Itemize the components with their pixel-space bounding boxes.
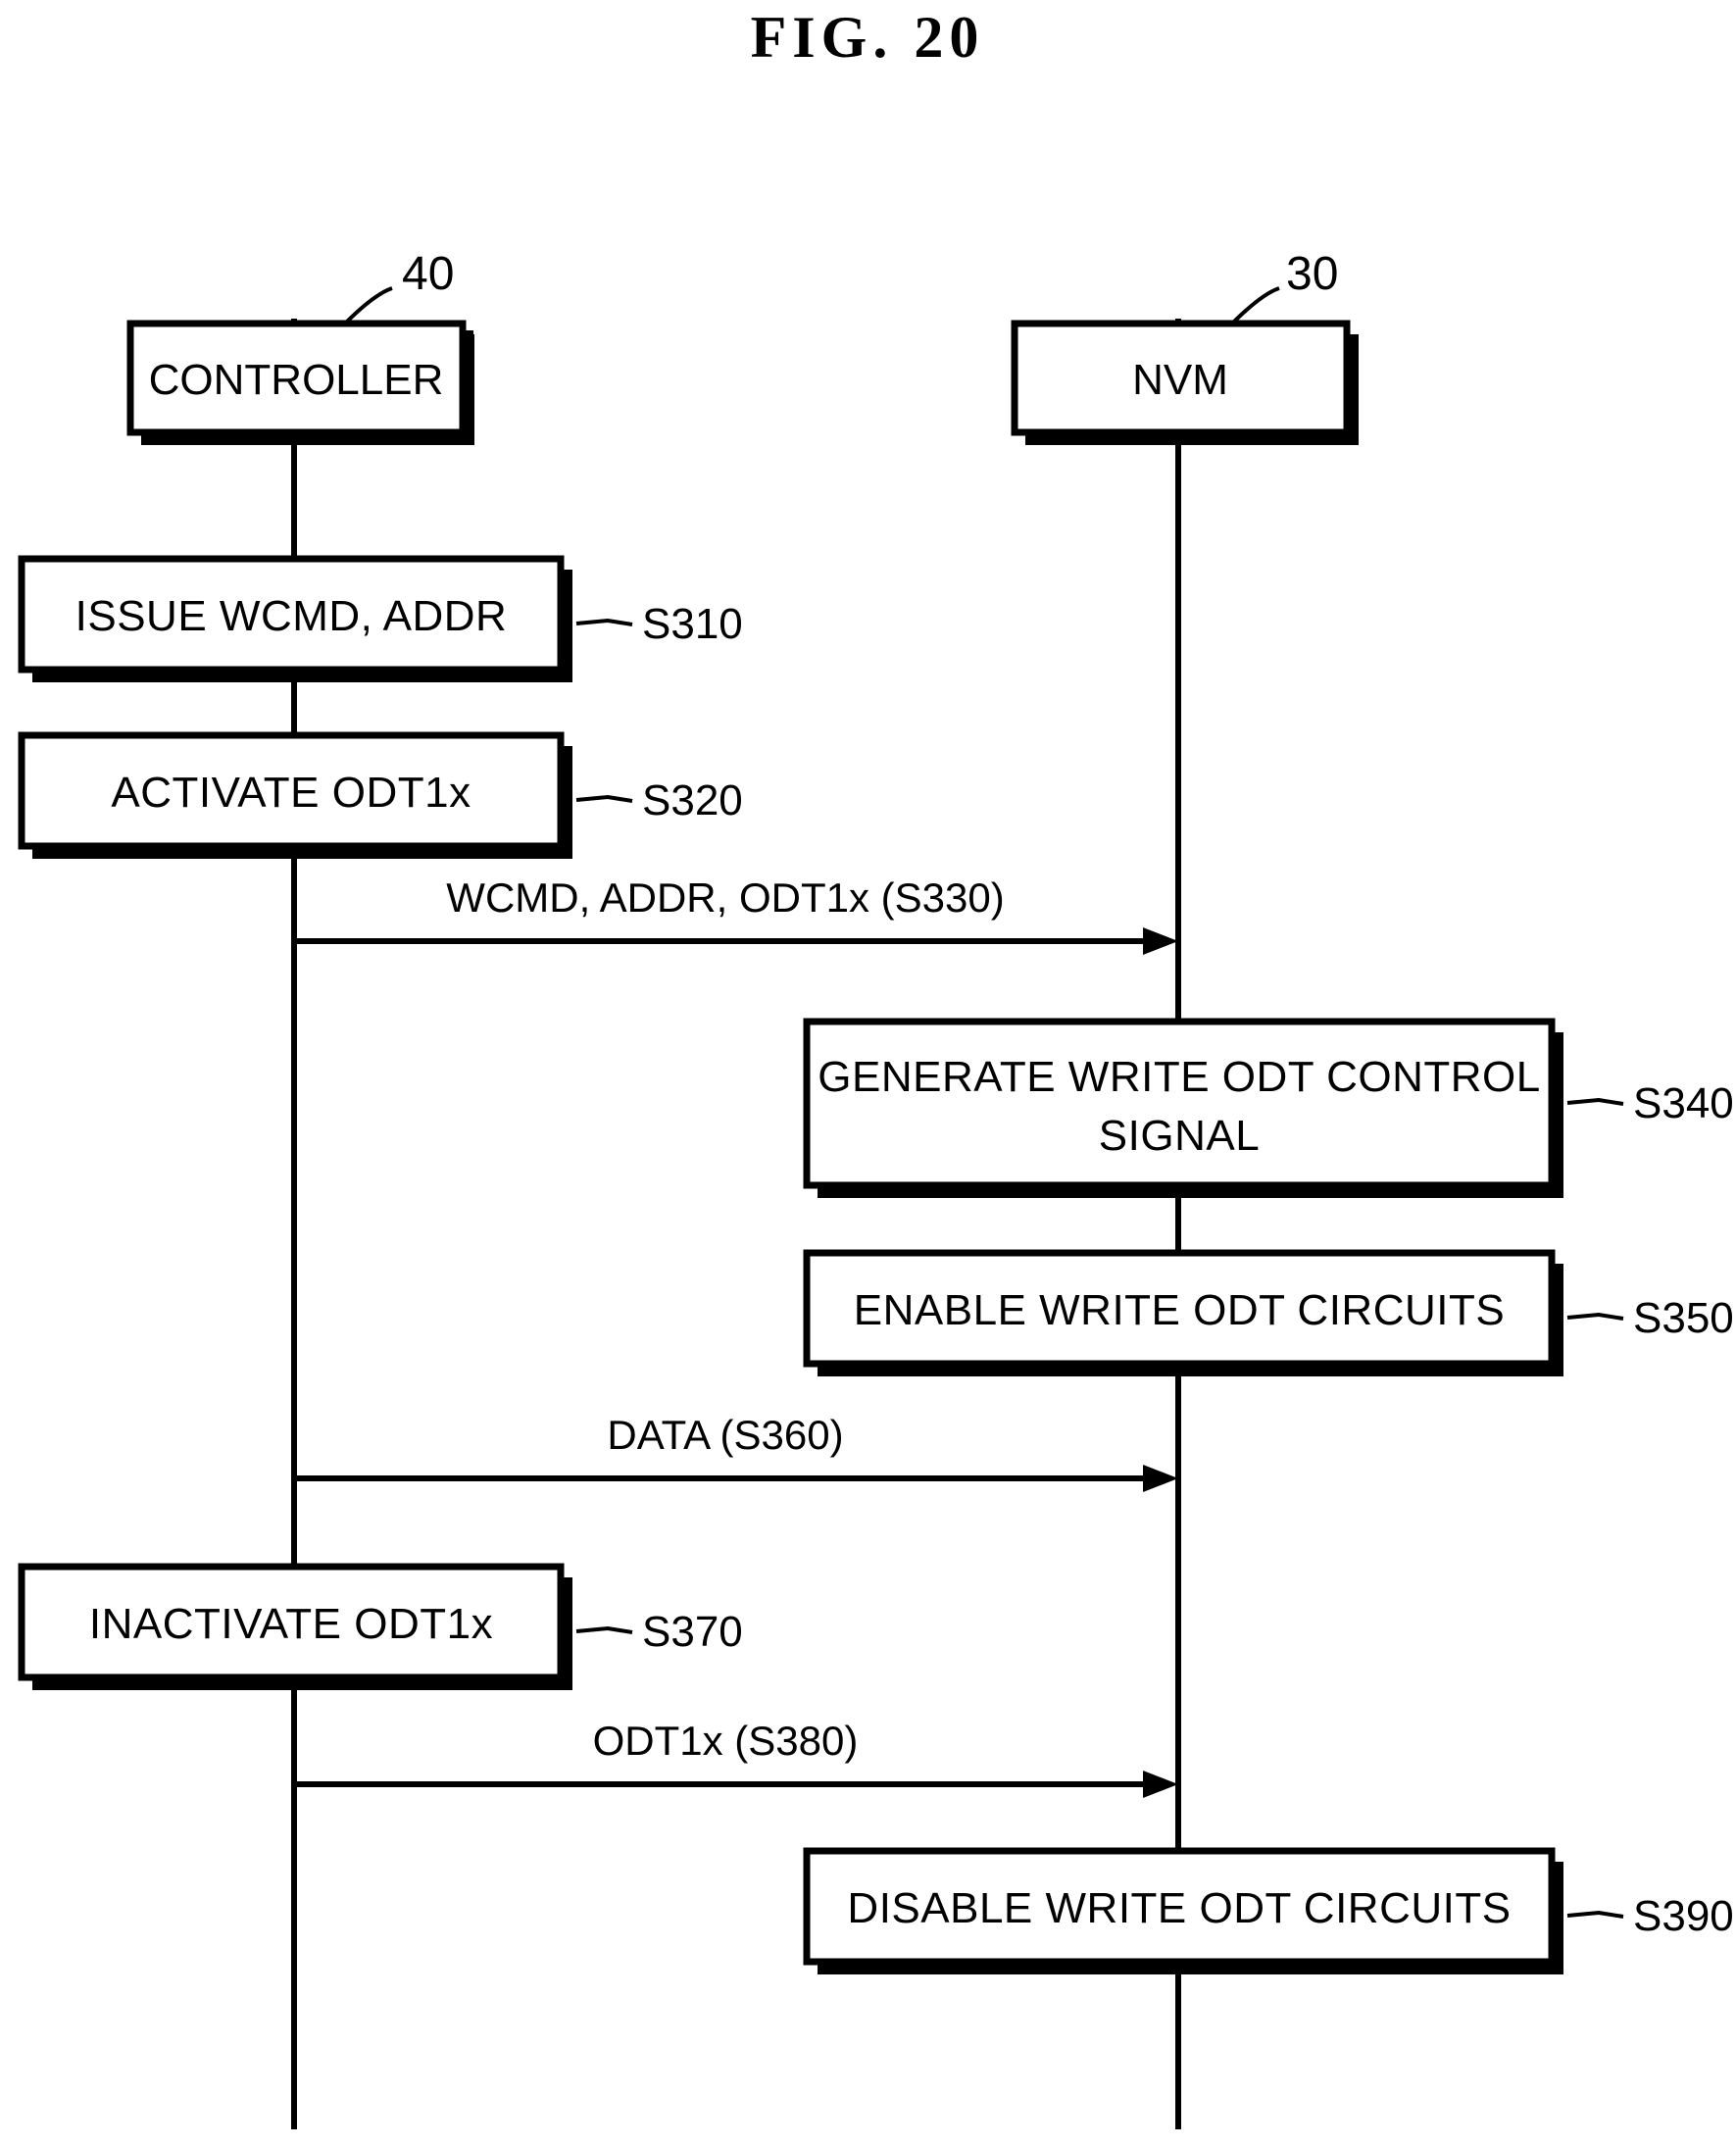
s370-box-shadow-bottom: [32, 1677, 571, 1690]
message-s380-arrowhead: [1143, 1771, 1178, 1798]
reference-number-40: 40: [402, 248, 454, 300]
step-box-s350: ENABLE WRITE ODT CIRCUITS S350: [803, 1249, 1734, 1376]
s320-tag: S320: [642, 776, 743, 824]
leader-line-nvm-ref: [1230, 286, 1280, 325]
controller-box: [126, 320, 467, 436]
s350-label: ENABLE WRITE ODT CIRCUITS: [854, 1286, 1505, 1334]
controller-box-shadow-right2: [463, 334, 474, 445]
s310-box-shadow-bottom: [32, 670, 571, 682]
s320-label: ACTIVATE ODT1x: [111, 769, 471, 817]
s370-tag-leader: [575, 1625, 633, 1634]
step-box-s390: DISABLE WRITE ODT CIRCUITS S390: [803, 1847, 1734, 1974]
s350-box-shadow-bottom: [818, 1364, 1562, 1376]
s350-tag-leader: [1566, 1312, 1624, 1321]
s340-tag-leader: [1566, 1097, 1624, 1106]
s320-box-shadow-right: [561, 746, 572, 859]
s310-tag: S310: [642, 600, 743, 648]
nvm-box-shadow-bottom: [1025, 432, 1358, 445]
s340-box-shadow-bottom: [818, 1185, 1562, 1198]
controller-label: CONTROLLER: [149, 356, 444, 404]
message-s360: DATA (S360): [297, 1412, 1178, 1492]
s390-box-shadow-bottom: [818, 1962, 1562, 1974]
s390-tag: S390: [1633, 1892, 1734, 1940]
s350-box-shadow-right: [1552, 1264, 1563, 1376]
step-box-s310: ISSUE WCMD, ADDR S310: [18, 555, 743, 682]
s370-box-shadow-right: [561, 1577, 572, 1690]
s390-tag-leader: [1566, 1910, 1624, 1919]
s350-tag: S350: [1633, 1294, 1734, 1342]
s310-box-shadow-right: [561, 570, 572, 682]
step-box-s340: GENERATE WRITE ODT CONTROL SIGNAL S340: [803, 1018, 1734, 1198]
s320-box-shadow-bottom: [32, 846, 571, 859]
message-s330: WCMD, ADDR, ODT1x (S330): [297, 874, 1178, 955]
message-s330-arrowhead: [1143, 927, 1178, 955]
controller-box-shadow-bottom2: [141, 432, 473, 445]
lane-header-nvm: NVM: [1011, 320, 1359, 445]
s340-tag: S340: [1633, 1079, 1734, 1127]
leader-line-controller-ref: [343, 286, 393, 325]
nvm-label: NVM: [1132, 356, 1228, 404]
message-s360-label: DATA (S360): [607, 1412, 843, 1458]
reference-number-30: 30: [1286, 248, 1338, 300]
message-s380-label: ODT1x (S380): [593, 1718, 859, 1764]
s370-label: INACTIVATE ODT1x: [89, 1600, 493, 1648]
lane-header-controller: CONTROLLER: [126, 320, 474, 445]
s350-box: [803, 1249, 1556, 1368]
figure-title: FIG. 20: [751, 5, 985, 70]
s310-label: ISSUE WCMD, ADDR: [75, 592, 508, 640]
s340-box-shadow-right: [1552, 1032, 1563, 1198]
message-s360-arrowhead: [1143, 1465, 1178, 1492]
s390-label: DISABLE WRITE ODT CIRCUITS: [847, 1884, 1511, 1932]
s340-box: [803, 1018, 1556, 1189]
s340-label-line1: GENERATE WRITE ODT CONTROL: [818, 1053, 1540, 1101]
step-box-s370: INACTIVATE ODT1x S370: [18, 1563, 743, 1690]
s390-box-shadow-right: [1552, 1862, 1563, 1974]
message-s330-label: WCMD, ADDR, ODT1x (S330): [446, 874, 1004, 921]
s320-tag-leader: [575, 794, 633, 803]
message-s380: ODT1x (S380): [297, 1718, 1178, 1798]
s370-tag: S370: [642, 1608, 743, 1656]
s310-tag-leader: [575, 618, 633, 626]
nvm-box-shadow-right: [1347, 334, 1359, 445]
step-box-s320: ACTIVATE ODT1x S320: [18, 731, 743, 859]
s340-label-line2: SIGNAL: [1099, 1112, 1260, 1160]
